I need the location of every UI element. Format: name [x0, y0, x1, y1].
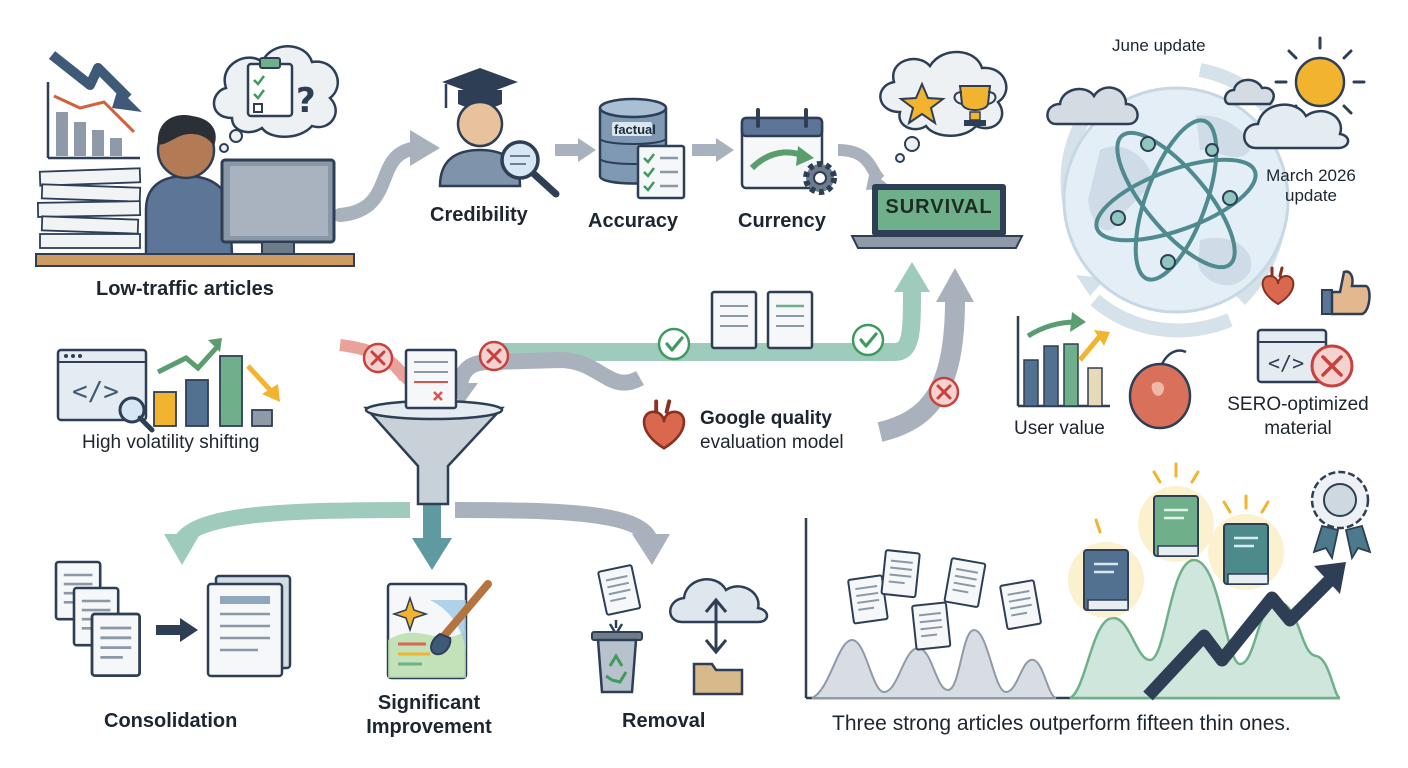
svg-text:</>: </>: [72, 377, 119, 407]
currency-scene: [740, 108, 837, 195]
document-icon: [710, 290, 758, 350]
document-icon: [766, 290, 814, 350]
globe-icon: [1062, 86, 1290, 314]
clipboard-question-icon: ?: [212, 45, 340, 153]
label-google-line1: Google quality: [700, 408, 832, 429]
person-at-computer-icon: [35, 115, 355, 267]
label-june-update: June update: [1112, 36, 1206, 55]
label-significant-line2: Improvement: [366, 716, 492, 738]
magnifier-icon: [118, 396, 155, 433]
thumbs-up-icon: [1321, 270, 1371, 316]
outcome-chart: [804, 462, 1372, 701]
low-traffic-scene: ?: [35, 45, 355, 267]
credibility-scene: [438, 68, 560, 198]
code-window-icon: </>: [1256, 328, 1328, 384]
survival-scene: [850, 50, 1024, 249]
heart-icon: [642, 399, 686, 451]
label-significant-line1: Significant: [377, 692, 481, 714]
sun-icon: [1223, 36, 1366, 150]
label-march-update-line2: update: [1285, 186, 1337, 205]
reject-icon: [478, 340, 510, 372]
google-evaluation-scene: [642, 290, 960, 451]
paintbrush-icon: [430, 580, 492, 656]
cloud-sync-icon: [669, 578, 769, 655]
user-value-chart: [1016, 312, 1110, 408]
folder-icon: [692, 662, 744, 696]
label-low-traffic: Low-traffic articles: [96, 278, 274, 300]
label-factual: factual: [614, 122, 656, 137]
document-icon: [404, 348, 458, 410]
accuracy-scene: [598, 97, 686, 200]
label-removal: Removal: [622, 710, 706, 732]
star-icon: [898, 81, 946, 126]
label-consolidation: Consolidation: [104, 710, 238, 732]
book-icon: [1153, 495, 1199, 557]
label-google-line2: evaluation model: [700, 432, 844, 453]
removal-scene: [591, 563, 769, 696]
seed-icon: [1128, 349, 1192, 430]
label-currency: Currency: [738, 210, 826, 232]
label-accuracy: Accuracy: [588, 210, 679, 232]
volatility-scene: </>: [56, 338, 280, 433]
medal-icon: [1310, 470, 1372, 561]
label-sero-line1: SERO-optimized: [1227, 394, 1369, 415]
trend-down-icon: [46, 51, 142, 160]
label-march-update-line1: March 2026: [1266, 166, 1356, 185]
book-icon: [1082, 548, 1130, 612]
check-icon: [851, 323, 885, 357]
svg-text:</>: </>: [1268, 351, 1304, 375]
check-icon: [657, 327, 691, 361]
label-credibility: Credibility: [430, 204, 528, 226]
magnifier-icon: [500, 140, 560, 198]
checklist-icon: [636, 144, 686, 200]
paper-stack: [36, 167, 142, 249]
atom-icon: [1094, 118, 1258, 282]
caption: Three strong articles outperform fifteen…: [832, 712, 1291, 735]
recycle-bin-icon: [591, 631, 643, 694]
book-icon: [1223, 523, 1269, 585]
reject-icon: [362, 342, 394, 374]
laptop-icon: [850, 184, 1024, 249]
improvement-scene: [386, 580, 492, 680]
cloud-icon: [1046, 86, 1139, 126]
reject-icon: [928, 376, 960, 408]
label-high-volatility: High volatility shifting: [82, 432, 260, 453]
consolidation-scene: [54, 560, 292, 678]
funnel-icon: [363, 348, 505, 506]
svg-text:?: ?: [296, 81, 316, 121]
trophy-icon: [953, 85, 997, 126]
label-user-value: User value: [1014, 418, 1105, 439]
calendar-icon: [740, 108, 824, 190]
update-cycle-scene: </>: [1016, 36, 1371, 430]
reject-icon: [1310, 344, 1354, 388]
gear-icon: [803, 161, 837, 195]
survival-badge: SURVIVAL: [885, 196, 993, 218]
label-sero-line2: material: [1264, 418, 1332, 439]
